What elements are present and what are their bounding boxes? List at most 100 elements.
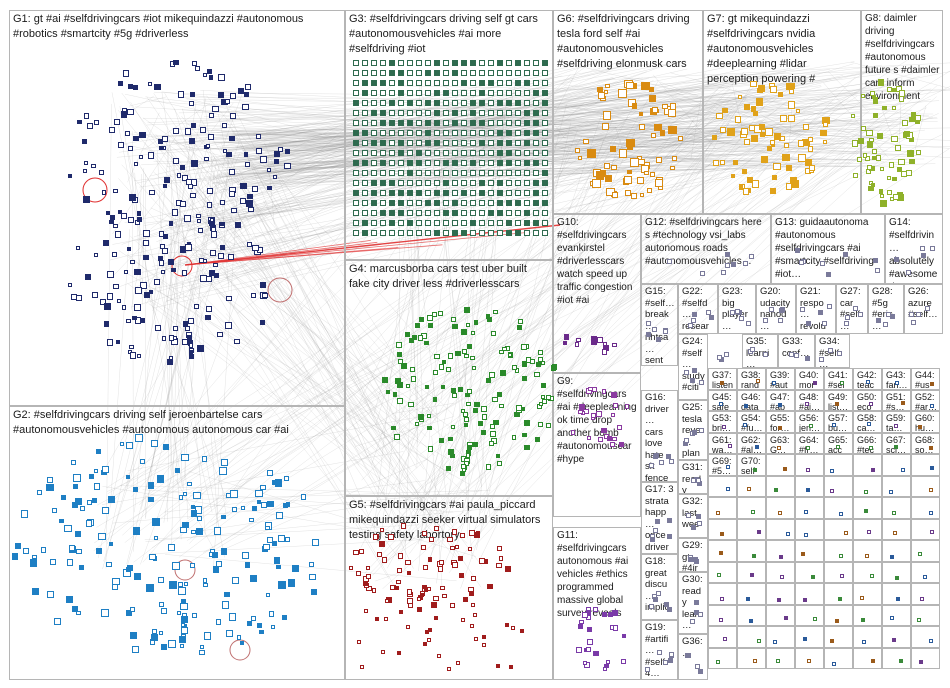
graph-node[interactable] [843, 252, 849, 258]
graph-node[interactable] [273, 557, 281, 564]
graph-node[interactable] [180, 615, 189, 623]
graph-node[interactable] [397, 553, 404, 559]
graph-node[interactable] [447, 667, 452, 672]
graph-node[interactable] [362, 100, 368, 106]
graph-node[interactable] [838, 597, 843, 602]
graph-node[interactable] [894, 424, 899, 429]
graph-node[interactable] [488, 140, 494, 146]
graph-node[interactable] [191, 529, 197, 535]
graph-node[interactable] [380, 649, 385, 654]
graph-node[interactable] [425, 384, 430, 390]
graph-node[interactable] [245, 83, 252, 90]
group-cell[interactable]: G61: wa… [708, 432, 737, 454]
graph-node[interactable] [506, 90, 512, 96]
graph-node[interactable] [102, 466, 109, 473]
graph-node[interactable] [182, 339, 188, 345]
graph-node[interactable] [127, 83, 134, 90]
group-cell[interactable] [882, 497, 911, 519]
graph-node[interactable] [113, 283, 119, 290]
graph-node[interactable] [82, 168, 88, 174]
graph-node[interactable] [224, 98, 230, 104]
graph-node[interactable] [226, 493, 232, 499]
graph-node[interactable] [546, 423, 551, 428]
graph-node[interactable] [379, 541, 385, 547]
graph-node[interactable] [748, 619, 753, 623]
graph-node[interactable] [75, 245, 81, 251]
graph-node[interactable] [598, 436, 604, 442]
graph-node[interactable] [461, 120, 467, 126]
group-cell[interactable] [853, 604, 882, 626]
graph-node[interactable] [579, 619, 584, 624]
graph-node[interactable] [497, 150, 503, 156]
graph-node[interactable] [496, 545, 502, 551]
group-cell[interactable] [882, 454, 911, 476]
graph-node[interactable] [773, 639, 778, 644]
graph-node[interactable] [102, 239, 109, 246]
graph-node[interactable] [362, 200, 368, 206]
group-g16[interactable]: G16: driver… cars love hate sit fence… [641, 390, 678, 482]
group-g36[interactable]: G36: … [678, 634, 708, 680]
graph-node[interactable] [154, 325, 161, 331]
graph-node[interactable] [396, 568, 402, 574]
graph-node[interactable] [489, 441, 495, 447]
graph-node[interactable] [362, 140, 368, 146]
graph-node[interactable] [535, 361, 541, 367]
graph-node[interactable] [140, 458, 146, 464]
graph-node[interactable] [362, 160, 368, 166]
graph-node[interactable] [719, 532, 724, 537]
group-cell[interactable] [853, 475, 882, 497]
graph-node[interactable] [461, 110, 467, 116]
group-cell[interactable] [795, 475, 824, 497]
graph-node[interactable] [106, 562, 112, 568]
graph-node[interactable] [95, 547, 102, 554]
graph-node[interactable] [398, 200, 404, 206]
graph-node[interactable] [14, 542, 22, 549]
graph-node[interactable] [161, 335, 167, 341]
graph-node[interactable] [221, 514, 227, 520]
graph-node[interactable] [445, 466, 451, 472]
graph-node[interactable] [893, 193, 900, 200]
graph-node[interactable] [380, 70, 386, 76]
graph-node[interactable] [524, 70, 530, 76]
graph-node[interactable] [497, 210, 503, 216]
graph-node[interactable] [886, 87, 892, 93]
graph-node[interactable] [624, 190, 631, 197]
graph-node[interactable] [51, 507, 58, 514]
group-g32[interactable]: G32: last wee… [678, 494, 708, 538]
graph-node[interactable] [895, 596, 900, 601]
graph-node[interactable] [425, 70, 431, 76]
graph-node[interactable] [407, 100, 413, 106]
graph-node[interactable] [744, 103, 751, 110]
graph-node[interactable] [461, 210, 467, 216]
graph-node[interactable] [610, 442, 616, 448]
graph-node[interactable] [507, 352, 513, 357]
graph-node[interactable] [249, 517, 254, 523]
graph-node[interactable] [252, 506, 257, 511]
graph-node[interactable] [189, 562, 195, 568]
group-cell[interactable] [853, 647, 882, 669]
graph-node[interactable] [398, 610, 403, 615]
graph-node[interactable] [407, 571, 412, 576]
graph-node[interactable] [489, 371, 496, 378]
graph-node[interactable] [366, 565, 371, 571]
graph-node[interactable] [727, 443, 732, 448]
group-cell[interactable] [853, 583, 882, 605]
graph-node[interactable] [862, 639, 867, 644]
graph-node[interactable] [893, 444, 898, 449]
graph-node[interactable] [202, 456, 208, 462]
graph-node[interactable] [425, 170, 431, 176]
graph-node[interactable] [685, 512, 691, 518]
group-cell[interactable] [824, 540, 853, 562]
graph-node[interactable] [524, 80, 530, 86]
graph-node[interactable] [799, 260, 804, 266]
group-cell[interactable] [766, 583, 795, 605]
graph-node[interactable] [762, 351, 768, 357]
graph-node[interactable] [123, 270, 128, 275]
graph-node[interactable] [173, 158, 180, 165]
graph-node[interactable] [624, 404, 630, 409]
graph-node[interactable] [522, 432, 527, 438]
graph-node[interactable] [800, 306, 806, 312]
graph-node[interactable] [770, 86, 777, 93]
graph-node[interactable] [685, 652, 691, 658]
graph-node[interactable] [187, 317, 195, 325]
